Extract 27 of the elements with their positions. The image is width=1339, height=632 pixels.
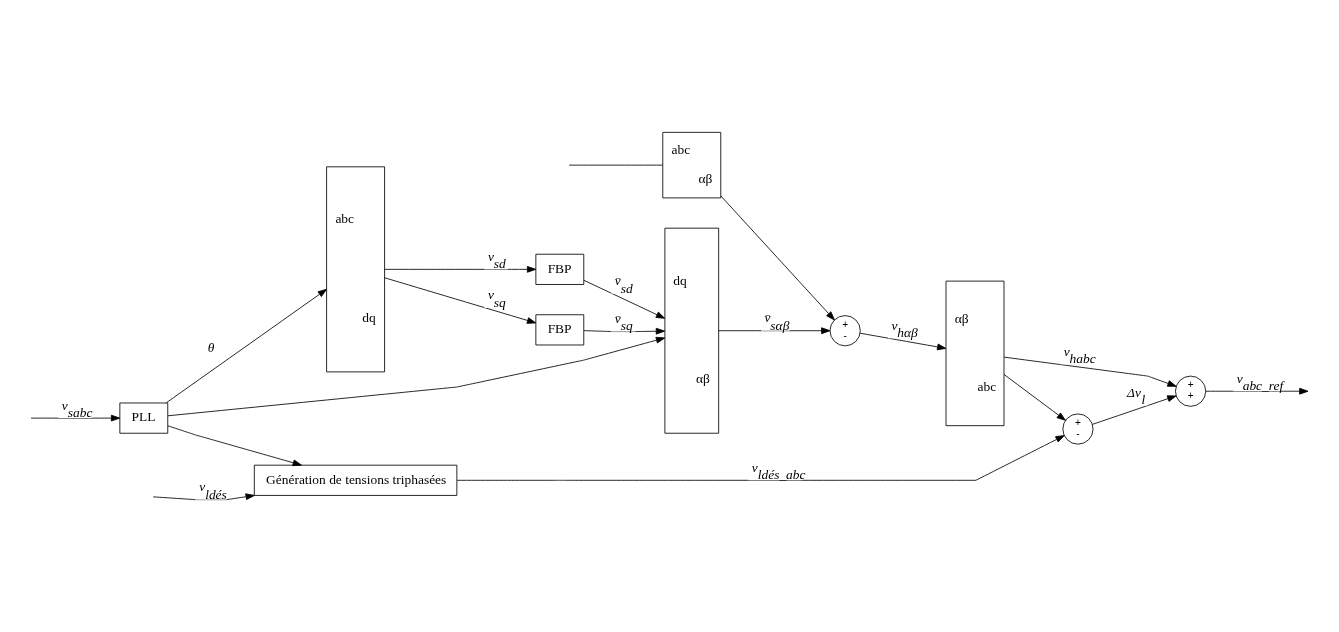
node-circle: + - — [829, 315, 861, 347]
arrow — [583, 327, 666, 335]
arrow — [384, 277, 537, 324]
arrow — [1003, 356, 1177, 387]
arrow — [167, 336, 666, 417]
arrow — [30, 414, 121, 422]
arrow — [583, 279, 666, 319]
arrow — [720, 195, 835, 321]
node-circle: + + — [1175, 375, 1207, 407]
node-box: FBP — [535, 253, 585, 285]
arrow — [1092, 395, 1177, 425]
arrow — [1205, 387, 1309, 395]
node-box: Génération de tensions triphasées — [253, 464, 458, 496]
node-box: FBP — [535, 314, 585, 346]
edge-label: θ — [207, 340, 215, 356]
arrow — [384, 266, 537, 273]
arrow — [1003, 374, 1066, 421]
node-box: abc αβ — [662, 131, 722, 199]
node-box: abc dq — [326, 166, 385, 373]
arrow — [167, 425, 302, 467]
arrow — [165, 288, 327, 404]
arrow — [859, 332, 947, 351]
node-box: αβ abc — [945, 280, 1005, 427]
node-box: dq αβ — [664, 227, 720, 434]
node-circle: + - — [1062, 413, 1094, 445]
node-box: PLL — [119, 402, 169, 434]
connector — [568, 164, 663, 166]
